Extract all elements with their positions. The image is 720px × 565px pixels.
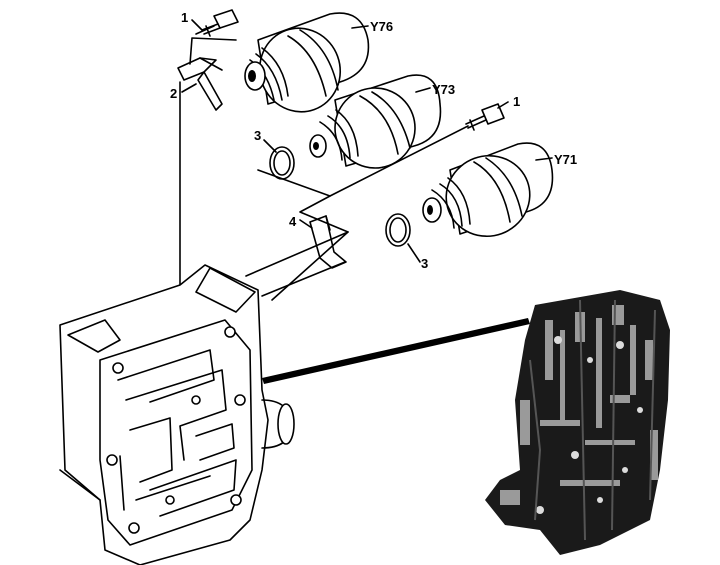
callout-1-right: 1: [513, 94, 520, 109]
bolt-right: [465, 103, 505, 131]
solenoid-y73: [309, 74, 442, 169]
assembly-guide-lines: [179, 37, 469, 301]
label-y76: Y76: [370, 19, 393, 34]
solenoid-y71: [422, 142, 554, 238]
callout-1-top: 1: [181, 10, 188, 25]
callout-4: 4: [289, 214, 297, 229]
detail-connector-line: [262, 318, 530, 384]
solenoid-y76: [244, 12, 370, 113]
label-y71: Y71: [554, 152, 577, 167]
callout-3-lower: 3: [421, 256, 428, 271]
callout-2: 2: [170, 86, 177, 101]
bolt-top: [195, 9, 239, 37]
callout-leaders: [181, 19, 553, 263]
callout-3-upper: 3: [254, 128, 261, 143]
valve-body-photo: [485, 290, 670, 555]
ring-upper: [269, 146, 295, 180]
label-y73: Y73: [432, 82, 455, 97]
ring-lower: [385, 213, 411, 247]
bracket-top: [177, 57, 223, 111]
valve-body-drawing: [59, 264, 295, 565]
